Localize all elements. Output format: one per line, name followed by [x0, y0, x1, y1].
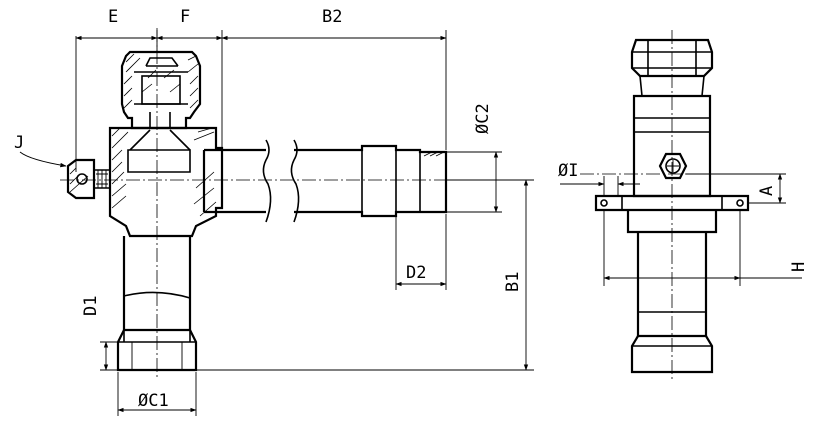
access-port: [66, 158, 111, 200]
dim-label-B1: B1: [503, 272, 523, 292]
dim-label-H: H: [789, 262, 809, 272]
side-view: [580, 30, 764, 382]
side-pipe: [202, 139, 448, 223]
side-dimensions: [560, 173, 802, 286]
dim-label-C2: ØC2: [473, 103, 493, 134]
front-view: [60, 28, 458, 380]
dim-label-F: F: [180, 7, 190, 27]
front-dimensions: [19, 30, 534, 416]
mounting-flange: [594, 194, 750, 212]
dim-label-C1: ØC1: [138, 391, 169, 411]
dim-label-D1: D1: [81, 296, 101, 316]
dim-label-B2: B2: [322, 7, 342, 27]
dim-label-E: E: [108, 7, 118, 27]
dim-label-A: A: [757, 186, 777, 196]
dim-label-I: ØI: [558, 161, 578, 181]
dim-label-D2: D2: [406, 263, 426, 283]
dim-label-J: J: [14, 133, 24, 153]
port-nut-icon: [658, 152, 688, 180]
valve-body: [108, 112, 224, 238]
valve-cap: [120, 50, 202, 130]
